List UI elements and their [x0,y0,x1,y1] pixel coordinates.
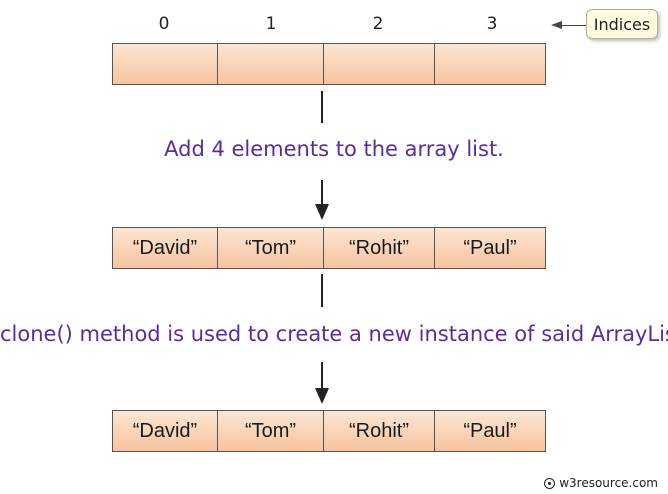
connector-line-2 [321,180,323,206]
original-cell-1: “Tom” [218,228,324,268]
original-cell-0: “David” [113,228,218,268]
connector-line-3 [321,274,323,307]
empty-cell-0 [113,44,218,84]
original-cell-3: “Paul” [463,236,517,259]
watermark: w3resource.com [544,476,658,490]
copyright-icon [544,477,556,489]
empty-array-row [112,43,546,85]
index-label-0: 0 [158,14,170,34]
index-label-3: 3 [486,14,498,34]
arrow-down-icon [315,388,329,404]
caption-clone-method: clone() method is used to create a new i… [0,322,668,346]
caption-add-elements: Add 4 elements to the array list. [164,137,504,161]
arrow-down-icon [315,204,329,220]
empty-cell-2 [324,44,435,84]
watermark-text: w3resource.com [559,476,658,490]
connector-line-1 [321,91,323,123]
index-label-1: 1 [265,14,277,34]
cloned-cell-3: “Paul” [463,419,517,442]
indices-badge: Indices [586,9,658,39]
indices-pointer-line [561,25,586,26]
original-cell-2: “Rohit” [324,228,435,268]
indices-pointer-arrow-icon [551,21,562,29]
index-label-2: 2 [372,14,384,34]
original-list-row: “David” “Tom” “Rohit” “Paul” [112,227,546,269]
cloned-cell-2: “Rohit” [324,411,435,451]
cloned-list-row: “David” “Tom” “Rohit” “Paul” [112,410,546,452]
cloned-cell-1: “Tom” [218,411,324,451]
connector-line-4 [321,362,323,390]
empty-cell-1 [218,44,324,84]
cloned-cell-0: “David” [113,411,218,451]
empty-cell-3 [435,44,545,84]
